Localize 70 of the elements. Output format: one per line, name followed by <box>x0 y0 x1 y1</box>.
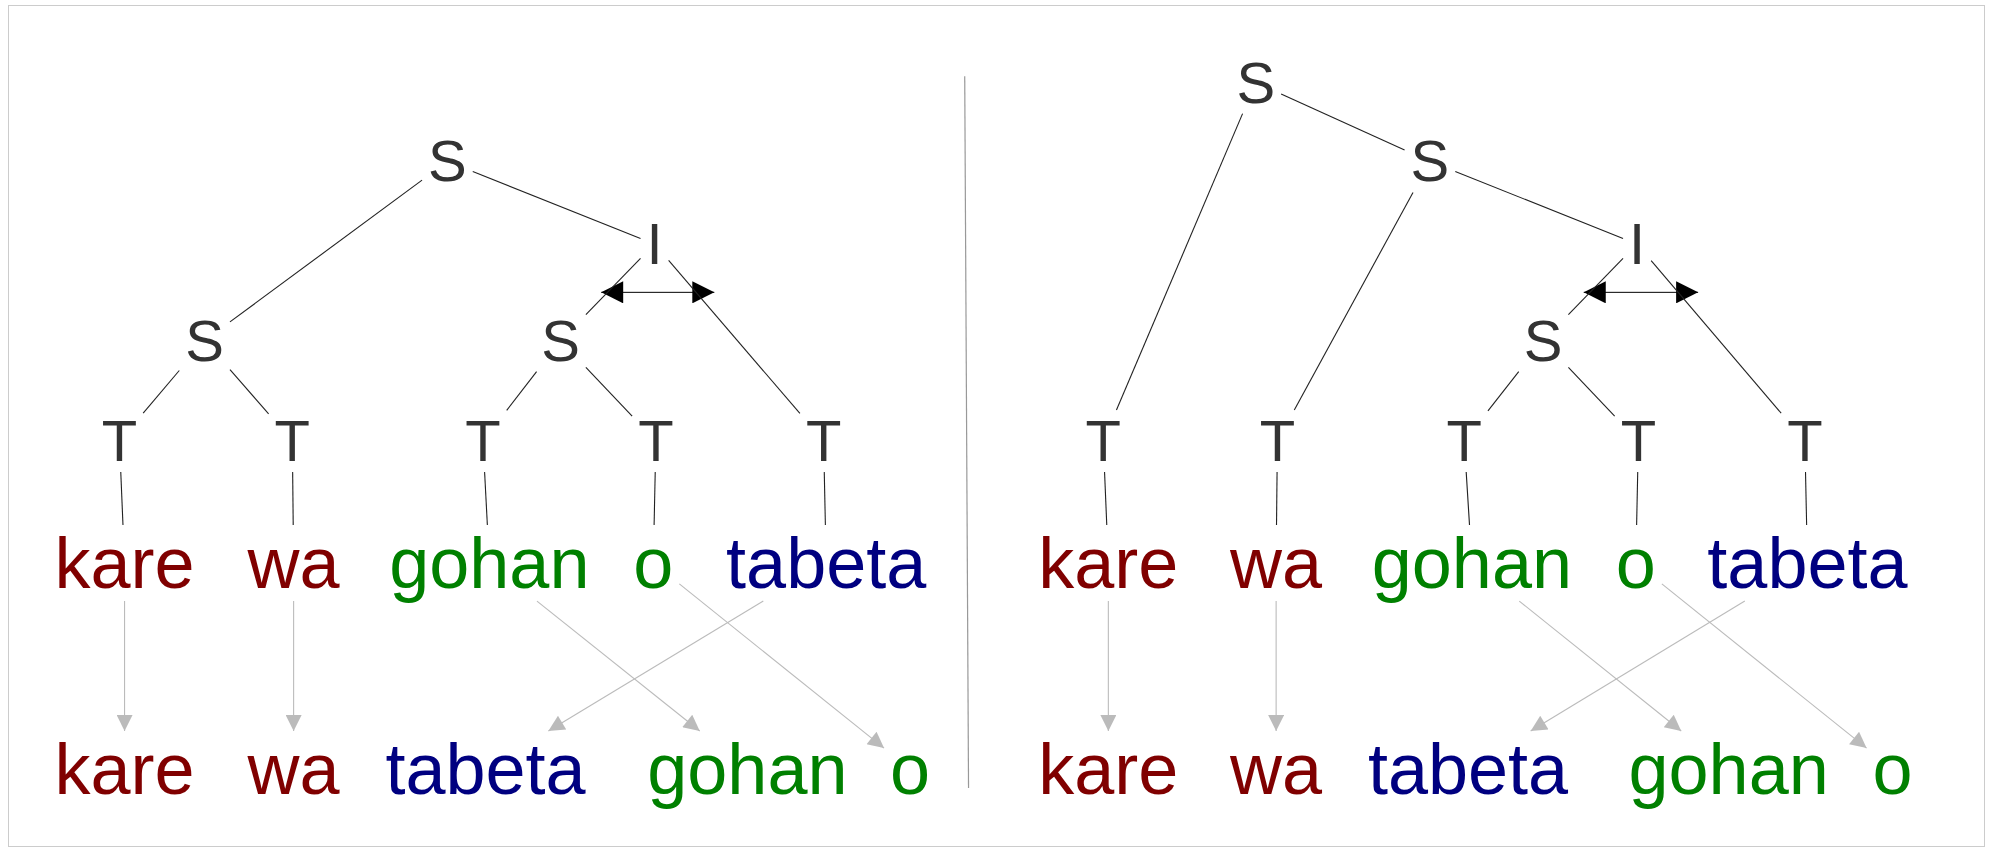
tree-node-label: I <box>642 215 667 274</box>
arrow <box>536 600 701 732</box>
tree-branch <box>1104 471 1108 526</box>
arrow <box>678 583 885 749</box>
word-label: wa <box>1226 527 1327 600</box>
tree-node-label: S <box>181 311 228 370</box>
tree-node-label: T <box>270 412 315 471</box>
tree-branch <box>229 179 423 323</box>
arrow <box>1530 600 1746 732</box>
tree-node-label: T <box>1783 412 1827 471</box>
tree-node-label: S <box>537 311 584 370</box>
word-label: o <box>1868 732 1917 805</box>
arrow <box>1100 600 1117 732</box>
tree-node-label: T <box>634 412 678 471</box>
word-label: tabeta <box>722 527 931 600</box>
tree-node-label: S <box>1232 53 1280 112</box>
word-label: kare <box>50 732 199 805</box>
tree-branch <box>506 371 538 411</box>
tree-branch <box>472 171 642 239</box>
word-label: o <box>1611 527 1660 600</box>
tree-branch <box>142 369 180 414</box>
tree-node-label: T <box>1616 412 1661 471</box>
tree-node-label: S <box>1406 132 1454 191</box>
arrow <box>285 600 302 732</box>
tree-node-label: T <box>1081 412 1125 471</box>
tree-branch <box>585 257 642 316</box>
word-label: wa <box>243 527 344 600</box>
word-label: kare <box>50 527 199 600</box>
tree-branch <box>1567 257 1624 316</box>
tree-branch <box>1567 366 1616 417</box>
arrow <box>1268 600 1285 732</box>
tree-node-label: T <box>1442 412 1486 471</box>
tree-branch <box>292 471 294 526</box>
tree-node-label: I <box>1625 215 1650 274</box>
word-label: o <box>629 527 678 600</box>
word-label: wa <box>1226 732 1327 805</box>
tree-node-label: S <box>1519 311 1567 370</box>
tree-branch <box>585 366 633 417</box>
arrow <box>1661 583 1868 749</box>
tree-branch <box>1275 471 1278 526</box>
word-label: tabeta <box>1363 732 1573 805</box>
word-label: tabeta <box>1703 527 1912 600</box>
tree-node-label: T <box>801 412 846 471</box>
word-label: kare <box>1034 732 1183 805</box>
tree-branch <box>229 369 270 415</box>
tree-branch <box>668 259 801 414</box>
tree-branch <box>1487 371 1520 412</box>
tree-branch <box>1804 471 1808 526</box>
tree-node-label: T <box>461 412 505 471</box>
tree-branch <box>484 471 488 526</box>
tree-node-label: T <box>1255 412 1300 471</box>
tree-node-label: T <box>97 412 142 471</box>
tree-branch <box>1293 191 1414 411</box>
tree-branch <box>1636 471 1639 526</box>
arrow <box>1518 600 1682 732</box>
word-label: kare <box>1034 527 1183 600</box>
tree-node-label: S <box>424 132 471 191</box>
tree-branch <box>823 471 826 526</box>
word-label: tabeta <box>381 732 590 805</box>
arrow <box>116 600 133 732</box>
tree-branch <box>653 471 656 526</box>
tree-branch <box>1115 113 1244 411</box>
tree-branch <box>1454 171 1624 239</box>
tree-branch <box>1280 93 1406 151</box>
tree-branch <box>1465 471 1471 526</box>
tree-branch <box>1650 260 1782 414</box>
word-label: o <box>886 732 935 805</box>
arrow <box>547 600 764 732</box>
word-label: wa <box>243 732 344 805</box>
tree-branch <box>120 471 124 526</box>
